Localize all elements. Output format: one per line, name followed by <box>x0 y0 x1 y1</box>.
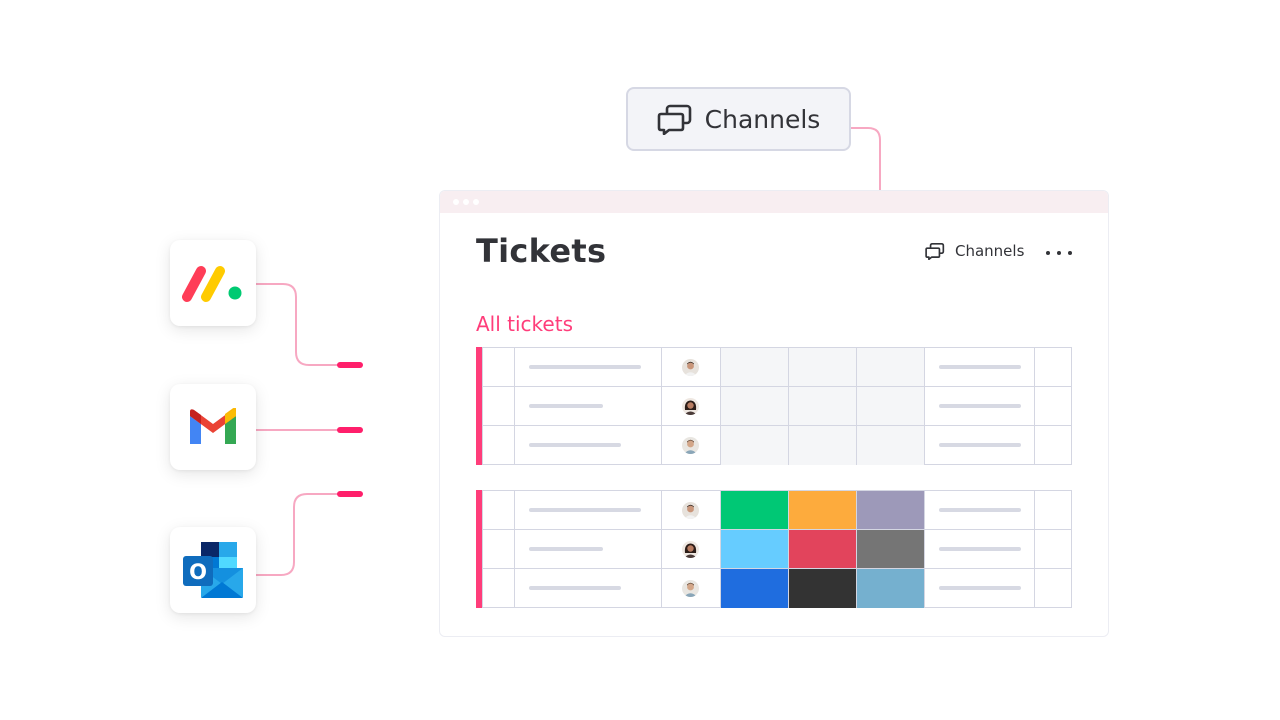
add-column-cell[interactable] <box>1035 569 1071 608</box>
board-channels-button[interactable]: Channels <box>925 242 1024 260</box>
text-cell[interactable] <box>925 387 1035 425</box>
table-row[interactable] <box>483 491 1071 530</box>
add-column-cell[interactable] <box>1035 426 1071 465</box>
text-cell[interactable] <box>925 530 1035 568</box>
person-cell[interactable] <box>662 491 721 529</box>
text-placeholder <box>939 443 1021 447</box>
row-checkbox-cell[interactable] <box>483 426 515 465</box>
group-color-bar <box>476 347 482 465</box>
avatar <box>682 398 699 415</box>
chat-bubbles-icon <box>925 242 945 260</box>
text-placeholder <box>529 508 641 512</box>
status-cell[interactable] <box>789 387 857 425</box>
status-cell[interactable] <box>789 426 857 465</box>
text-cell[interactable] <box>925 426 1035 465</box>
person-cell[interactable] <box>662 569 721 608</box>
group-color-bar <box>476 490 482 608</box>
row-checkbox-cell[interactable] <box>483 569 515 608</box>
row-checkbox-cell[interactable] <box>483 491 515 529</box>
board-channels-label: Channels <box>955 242 1025 260</box>
window-dot <box>453 199 459 205</box>
status-cell[interactable] <box>721 569 789 608</box>
outlook-icon: O <box>183 542 243 598</box>
row-checkbox-cell[interactable] <box>483 530 515 568</box>
status-cell[interactable] <box>789 530 857 568</box>
channels-label: Channels <box>704 104 821 134</box>
gmail-app-card[interactable] <box>170 384 256 470</box>
person-cell[interactable] <box>662 530 721 568</box>
text-placeholder <box>939 547 1021 551</box>
outlook-app-card[interactable]: O <box>170 527 256 613</box>
more-horizontal-icon[interactable] <box>1046 243 1072 263</box>
add-column-cell[interactable] <box>1035 491 1071 529</box>
monday-icon <box>182 266 242 302</box>
status-cell[interactable] <box>721 491 789 529</box>
avatar <box>682 502 699 519</box>
text-cell[interactable] <box>925 491 1035 529</box>
ticket-group-2 <box>476 490 1072 608</box>
channels-button[interactable]: Channels <box>626 87 851 151</box>
row-checkbox-cell[interactable] <box>483 387 515 425</box>
item-name-cell[interactable] <box>515 348 662 386</box>
status-cell[interactable] <box>789 491 857 529</box>
board-window: Tickets Channels All tickets <box>439 190 1109 637</box>
item-name-cell[interactable] <box>515 569 662 608</box>
text-placeholder <box>939 586 1021 590</box>
group-title: All tickets <box>476 312 573 336</box>
avatar <box>682 359 699 376</box>
status-cell[interactable] <box>857 491 925 529</box>
text-placeholder <box>529 547 603 551</box>
text-cell[interactable] <box>925 348 1035 386</box>
window-title-bar <box>440 191 1108 213</box>
ticket-group-1 <box>476 347 1072 465</box>
status-cell[interactable] <box>857 387 925 425</box>
person-cell[interactable] <box>662 387 721 425</box>
text-placeholder <box>939 365 1021 369</box>
table-row[interactable] <box>483 348 1071 387</box>
status-cell[interactable] <box>857 569 925 608</box>
monday-app-card[interactable] <box>170 240 256 326</box>
add-column-cell[interactable] <box>1035 530 1071 568</box>
text-placeholder <box>529 586 621 590</box>
add-column-cell[interactable] <box>1035 387 1071 425</box>
outlook-letter: O <box>189 560 207 584</box>
table-row[interactable] <box>483 530 1071 569</box>
text-placeholder <box>529 443 621 447</box>
person-cell[interactable] <box>662 426 721 465</box>
avatar <box>682 580 699 597</box>
window-dot <box>473 199 479 205</box>
avatar <box>682 541 699 558</box>
window-dot <box>463 199 469 205</box>
ticket-table <box>482 347 1072 465</box>
status-cell[interactable] <box>721 348 789 386</box>
avatar <box>682 437 699 454</box>
status-cell[interactable] <box>857 426 925 465</box>
status-cell[interactable] <box>857 530 925 568</box>
text-placeholder <box>529 404 603 408</box>
item-name-cell[interactable] <box>515 426 662 465</box>
item-name-cell[interactable] <box>515 530 662 568</box>
text-placeholder <box>939 404 1021 408</box>
text-placeholder <box>939 508 1021 512</box>
text-cell[interactable] <box>925 569 1035 608</box>
table-row[interactable] <box>483 569 1071 608</box>
gmail-icon <box>190 408 236 444</box>
table-row[interactable] <box>483 387 1071 426</box>
chat-bubbles-icon <box>657 104 691 135</box>
text-placeholder <box>529 365 641 369</box>
status-cell[interactable] <box>789 348 857 386</box>
status-cell[interactable] <box>721 530 789 568</box>
item-name-cell[interactable] <box>515 387 662 425</box>
status-cell[interactable] <box>789 569 857 608</box>
item-name-cell[interactable] <box>515 491 662 529</box>
status-cell[interactable] <box>721 387 789 425</box>
add-column-cell[interactable] <box>1035 348 1071 386</box>
board-title: Tickets <box>476 232 607 270</box>
table-row[interactable] <box>483 426 1071 465</box>
status-cell[interactable] <box>857 348 925 386</box>
ticket-table <box>482 490 1072 608</box>
row-checkbox-cell[interactable] <box>483 348 515 386</box>
person-cell[interactable] <box>662 348 721 386</box>
status-cell[interactable] <box>721 426 789 465</box>
